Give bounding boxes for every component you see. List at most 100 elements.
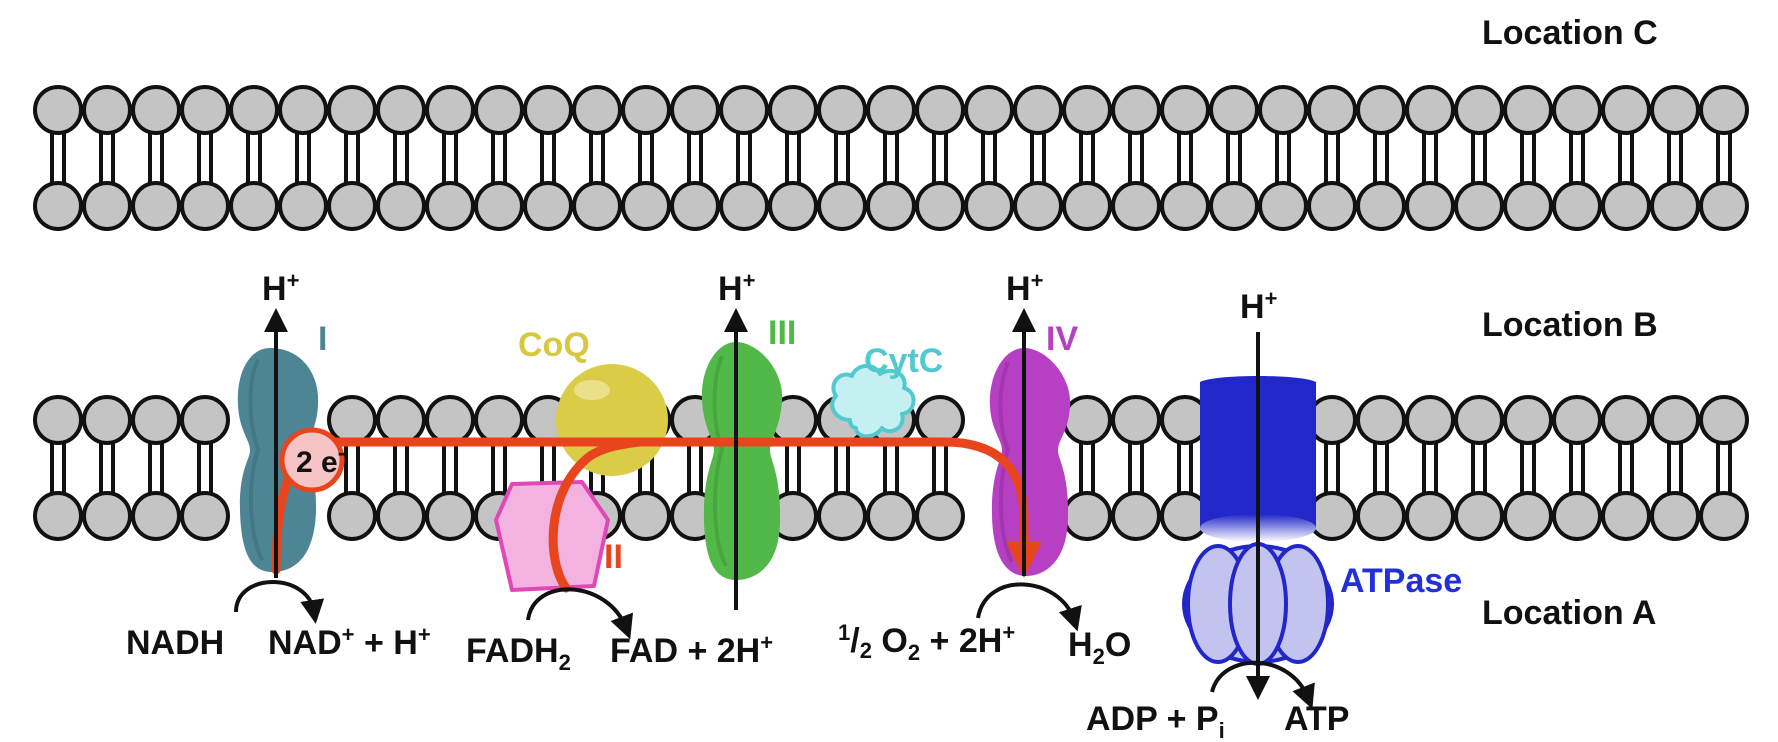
label-location-b: Location B xyxy=(1482,306,1658,344)
lipid-head xyxy=(1062,85,1112,135)
lipid-head xyxy=(229,181,279,231)
lipid-head xyxy=(376,181,426,231)
lipid-head xyxy=(1503,85,1553,135)
lipid-head xyxy=(327,395,377,445)
lipid-head xyxy=(1699,395,1749,445)
lipid-head xyxy=(817,181,867,231)
lipid-head xyxy=(1062,491,1112,541)
label-atp: ATP xyxy=(1284,700,1349,738)
lipid-head xyxy=(1552,395,1602,445)
label-fadh2: FADH2 xyxy=(466,632,571,675)
lipid-head xyxy=(1356,181,1406,231)
lipid-head xyxy=(33,491,83,541)
lipid-head xyxy=(817,491,867,541)
label-adp-pi: ADP + Pi xyxy=(1086,700,1225,742)
label-cytc: CytC xyxy=(864,342,943,380)
lipid-head xyxy=(327,181,377,231)
label-nadh: NADH xyxy=(126,624,224,662)
lipid-head xyxy=(180,491,230,541)
label-location-a: Location A xyxy=(1482,594,1656,632)
lipid-head xyxy=(523,181,573,231)
proton-label-i: H+ xyxy=(262,268,299,308)
lipid-head xyxy=(1552,85,1602,135)
label-complex-iv: IV xyxy=(1046,320,1078,358)
lipid-head xyxy=(1650,85,1700,135)
label-coq: CoQ xyxy=(518,326,590,364)
lipid-head xyxy=(376,395,426,445)
lipid-head xyxy=(1601,395,1651,445)
lipid-head xyxy=(180,395,230,445)
lipid-head xyxy=(1209,181,1259,231)
proton-label-iii: H+ xyxy=(718,268,755,308)
lipid-head xyxy=(1160,181,1210,231)
lipid-head xyxy=(621,491,671,541)
lipid-head xyxy=(964,85,1014,135)
lipid-head xyxy=(1258,85,1308,135)
lipid-head xyxy=(866,181,916,231)
label-location-c: Location C xyxy=(1482,14,1658,52)
lipid-head xyxy=(1356,395,1406,445)
lipid-head xyxy=(572,181,622,231)
lipid-head xyxy=(131,181,181,231)
lipid-head xyxy=(719,181,769,231)
lipid-head xyxy=(1454,395,1504,445)
lipid-head xyxy=(425,491,475,541)
lipid-head xyxy=(768,181,818,231)
lipid-head xyxy=(1552,491,1602,541)
lipid-head xyxy=(1111,85,1161,135)
lipid-head xyxy=(1454,181,1504,231)
lipid-head xyxy=(915,491,965,541)
lipid-head xyxy=(719,85,769,135)
proton-label-atpase: H+ xyxy=(1240,286,1277,326)
lipid-head xyxy=(768,85,818,135)
lipid-head xyxy=(1699,181,1749,231)
lipid-head xyxy=(180,85,230,135)
lipid-head xyxy=(474,395,524,445)
lipid-head xyxy=(376,491,426,541)
lipid-head xyxy=(425,395,475,445)
electron-pair-badge: 2 e- xyxy=(279,427,345,493)
lipid-head xyxy=(131,85,181,135)
reaction-arrows xyxy=(234,580,1315,710)
lipid-head xyxy=(523,85,573,135)
lipid-head xyxy=(1699,85,1749,135)
label-nad-plus-h: NAD+ + H+ xyxy=(268,622,431,662)
lipid-head xyxy=(1503,181,1553,231)
lipid-head xyxy=(425,85,475,135)
lipid-head xyxy=(1601,85,1651,135)
label-complex-ii: II xyxy=(604,538,623,576)
lipid-head xyxy=(915,181,965,231)
lipid-head xyxy=(327,85,377,135)
lipid-head xyxy=(82,491,132,541)
label-oxygen: 1/2 O2 + 2H+ xyxy=(838,620,1015,665)
lipid-head xyxy=(131,395,181,445)
lipid-head xyxy=(670,181,720,231)
proton-arrows xyxy=(264,308,1270,700)
lipid-head xyxy=(1258,181,1308,231)
lipid-head xyxy=(866,85,916,135)
lipid-head xyxy=(1405,181,1455,231)
lipid-head xyxy=(1405,85,1455,135)
lipid-head xyxy=(82,181,132,231)
lipid-head xyxy=(1013,85,1063,135)
lipid-head xyxy=(1307,85,1357,135)
svg-text:2 e-: 2 e- xyxy=(296,440,345,479)
lipid-head xyxy=(1601,491,1651,541)
lipid-head xyxy=(915,85,965,135)
lipid-head xyxy=(1405,395,1455,445)
lipid-head xyxy=(1160,85,1210,135)
lipid-head xyxy=(1062,181,1112,231)
lipid-head xyxy=(866,491,916,541)
label-water: H2O xyxy=(1068,626,1131,669)
lipid-head xyxy=(33,85,83,135)
lipid-head xyxy=(572,85,622,135)
lipid-head xyxy=(33,181,83,231)
lipid-head xyxy=(474,181,524,231)
label-complex-iii: III xyxy=(768,314,796,352)
lipid-head xyxy=(180,181,230,231)
outer-membrane xyxy=(33,85,1749,231)
label-atpase: ATPase xyxy=(1340,562,1462,600)
lipid-head xyxy=(1405,491,1455,541)
lipid-head xyxy=(1699,491,1749,541)
